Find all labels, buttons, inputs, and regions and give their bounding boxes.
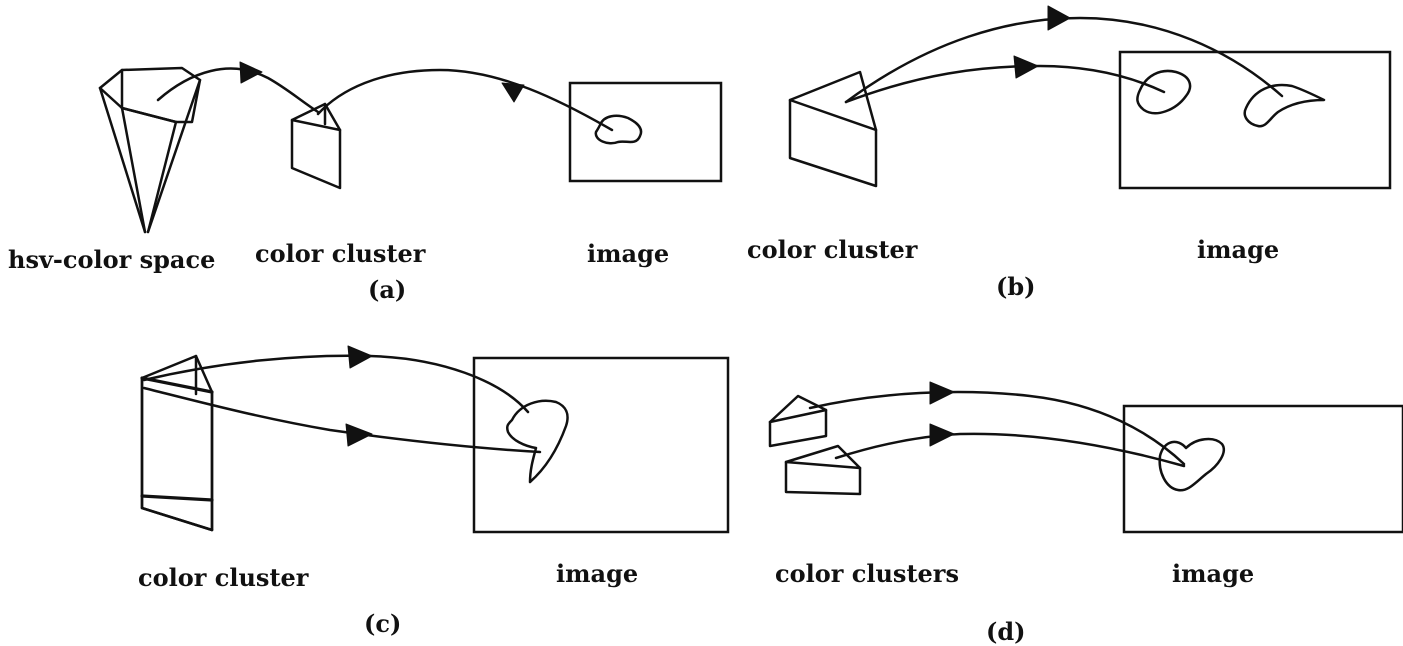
- caption-d: (d): [986, 617, 1026, 646]
- region-blob-a: [594, 114, 643, 145]
- panel-c: color cluster image (c): [138, 345, 730, 638]
- label-image-a: image: [587, 239, 669, 268]
- region-blob-b1: [1136, 69, 1192, 115]
- caption-a: (a): [368, 275, 406, 304]
- region-blob-d: [1158, 437, 1225, 492]
- arrowhead-c1: [347, 345, 373, 369]
- arrow-cluster-d2-to-image: [834, 432, 1186, 468]
- caption-b: (b): [996, 272, 1036, 301]
- panel-d: color clusters image (d): [768, 381, 1403, 646]
- color-cluster-shape-b: [788, 70, 878, 188]
- color-cluster-shape-c: [140, 354, 214, 532]
- arrowhead-c2: [345, 423, 373, 447]
- hsv-cone-shape: [98, 66, 202, 234]
- region-blob-b2: [1243, 83, 1326, 128]
- panel-a: hsv-color space color cluster image (a): [8, 61, 723, 304]
- arrow-cluster-to-blob-b2: [844, 16, 1284, 104]
- label-color-cluster-a: color cluster: [255, 239, 426, 268]
- arrowhead-d2: [929, 423, 955, 447]
- color-cluster-shape-a: [290, 102, 342, 190]
- label-hsv-color-space: hsv-color space: [8, 245, 215, 274]
- label-image-b: image: [1197, 235, 1279, 264]
- image-box-d: [1122, 404, 1403, 534]
- label-image-c: image: [556, 559, 638, 588]
- panel-b: color cluster image (b): [747, 5, 1392, 301]
- arrow-image-to-cluster: [316, 68, 614, 132]
- arrowhead-d1: [929, 381, 955, 405]
- color-cluster-shape-d1: [768, 394, 828, 448]
- image-box-a: [568, 81, 723, 183]
- image-box-b: [1118, 50, 1392, 190]
- label-color-cluster-c: color cluster: [138, 563, 309, 592]
- label-color-cluster-b: color cluster: [747, 235, 918, 264]
- label-color-clusters-d: color clusters: [775, 559, 959, 588]
- image-box-c: [472, 356, 730, 534]
- arrowhead-b1: [1047, 5, 1071, 31]
- color-cluster-shape-d2: [784, 444, 862, 496]
- arrowhead-b2: [1013, 55, 1039, 79]
- arrow-cluster-d1-to-image: [808, 390, 1186, 466]
- arrowhead-a2: [501, 82, 525, 103]
- arrow-cone-to-cluster: [156, 67, 320, 114]
- caption-c: (c): [364, 609, 401, 638]
- label-image-d: image: [1172, 559, 1254, 588]
- arrowhead-a1: [239, 61, 263, 84]
- arrow-cluster-to-image-c2: [142, 386, 542, 454]
- region-blob-c: [505, 399, 569, 484]
